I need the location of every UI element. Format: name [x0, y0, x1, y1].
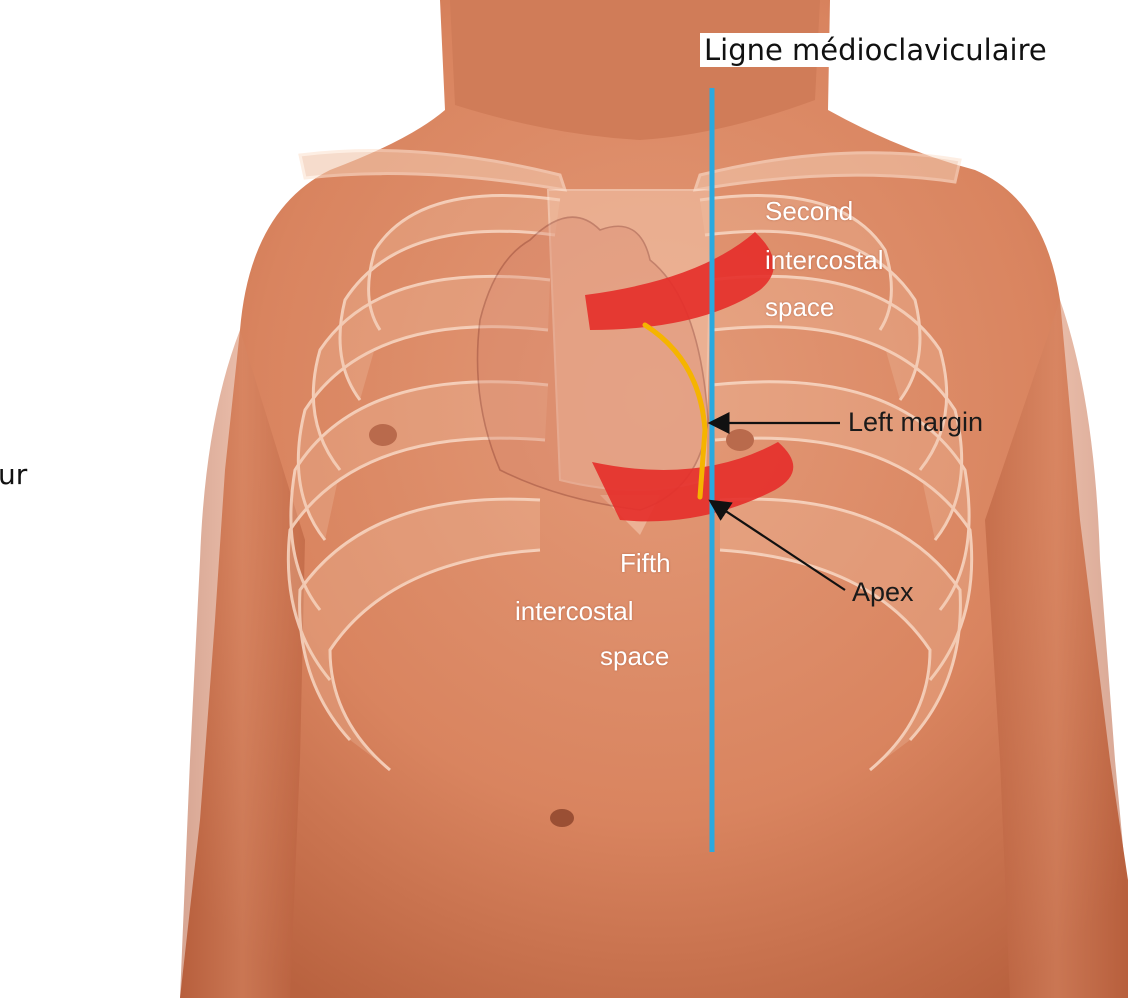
- label-apex: Apex: [852, 577, 914, 608]
- label-second-intercostal-1: Second: [765, 196, 853, 227]
- label-second-intercostal-3: space: [765, 292, 834, 323]
- nipple-left: [726, 429, 754, 451]
- label-fifth-intercostal-1: Fifth: [620, 548, 671, 579]
- label-second-intercostal-2: intercostal: [765, 245, 884, 276]
- label-fifth-intercostal-2: intercostal: [515, 596, 634, 627]
- diagram-title: Ligne médioclaviculaire: [700, 33, 1051, 67]
- navel: [550, 809, 574, 827]
- cut-off-text: ur: [0, 458, 27, 491]
- label-left-margin: Left margin: [848, 407, 983, 438]
- nipple-right: [369, 424, 397, 446]
- label-fifth-intercostal-3: space: [600, 641, 669, 672]
